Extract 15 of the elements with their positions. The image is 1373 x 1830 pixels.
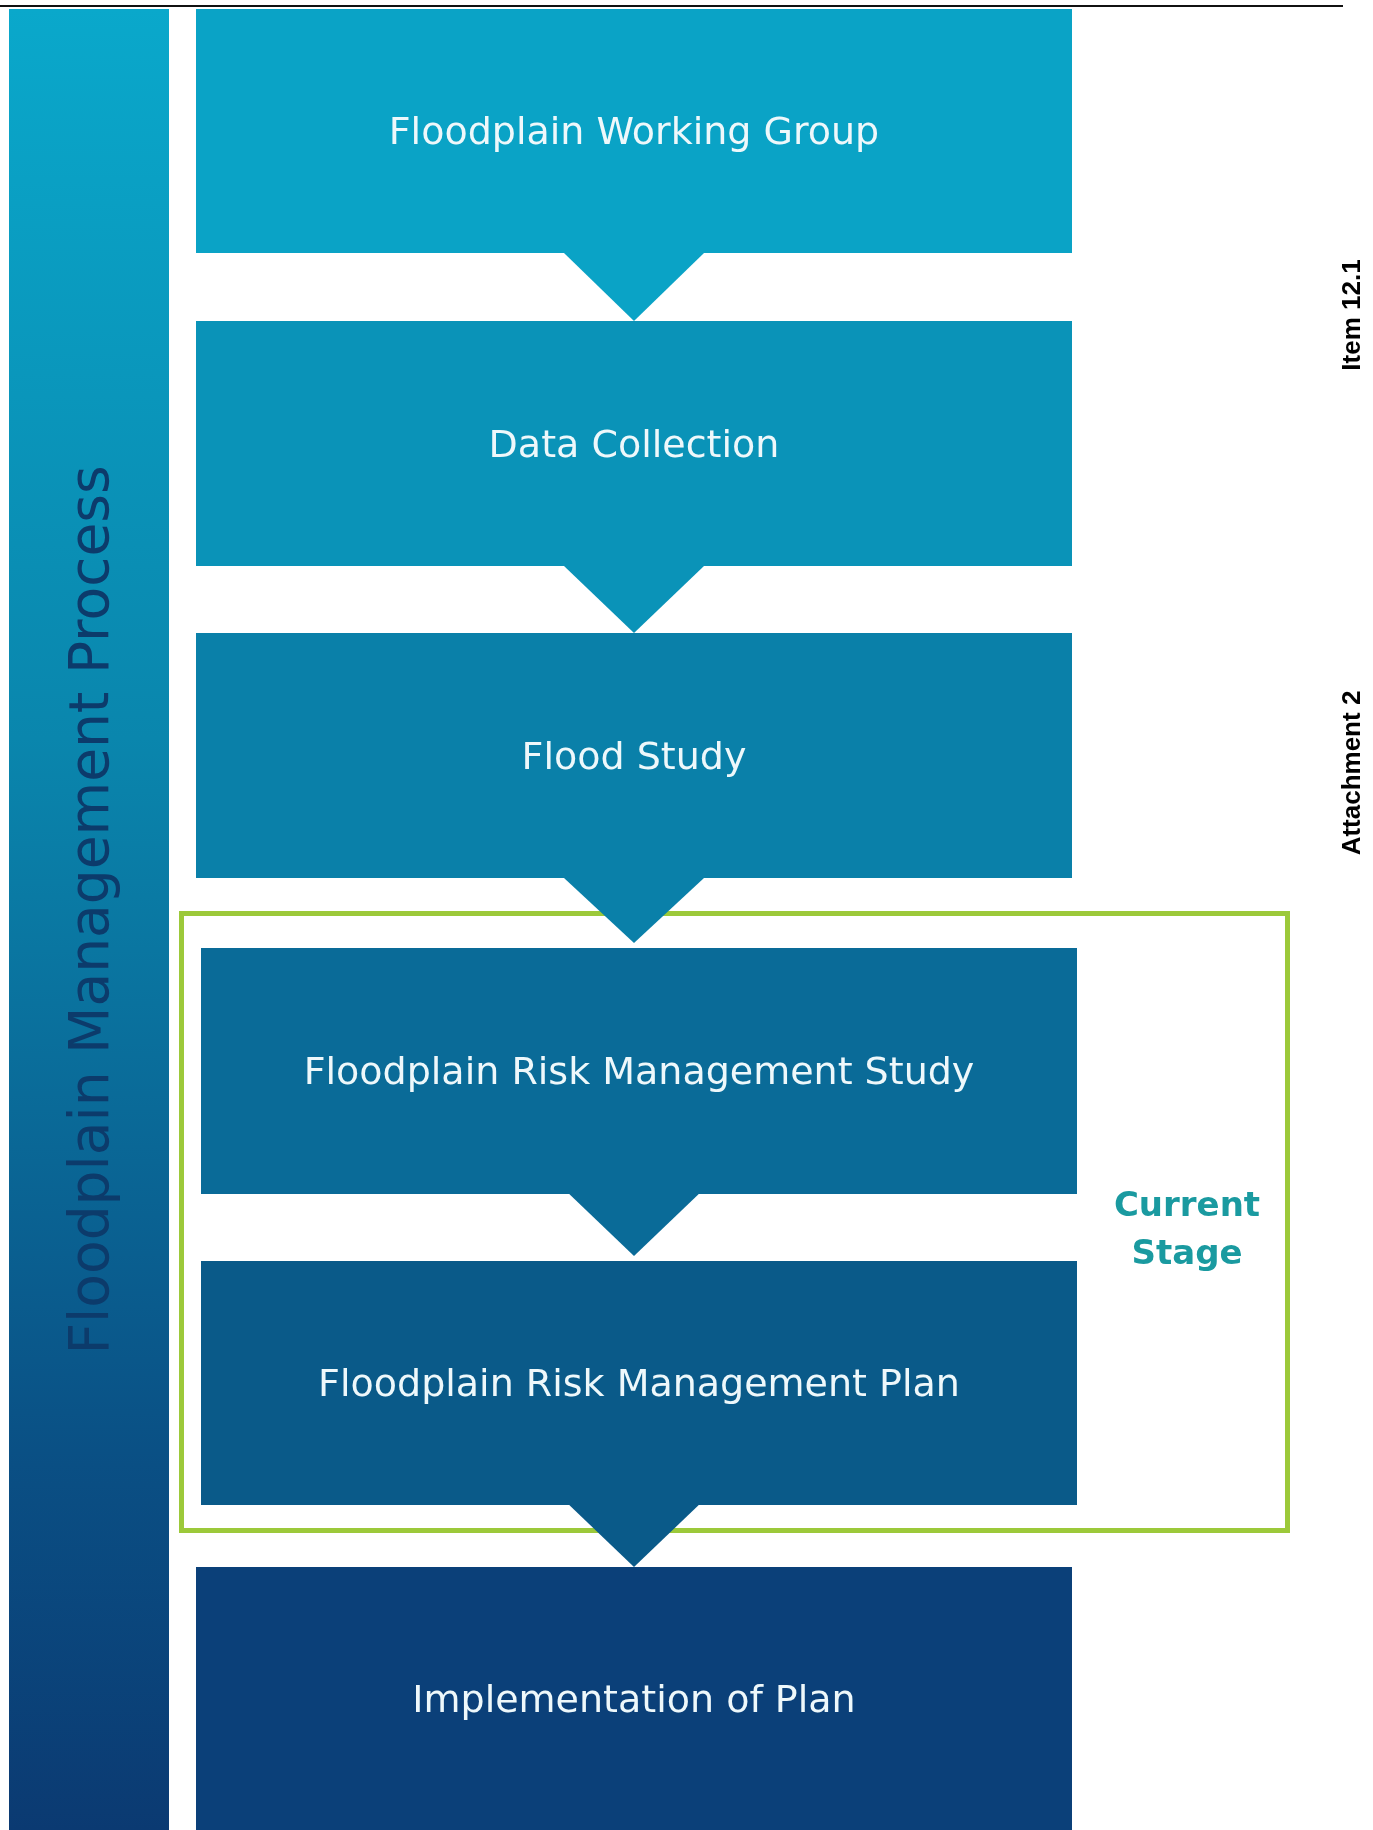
step-label: Data Collection xyxy=(488,421,780,466)
step-label: Floodplain Working Group xyxy=(388,109,880,153)
side-note: Item 12.1 xyxy=(1335,258,1367,373)
step-label: Floodplain Risk Management Plan xyxy=(318,1361,960,1405)
process-box xyxy=(196,1567,1072,1830)
stage-label: Current Stage xyxy=(1112,1183,1262,1274)
side-band xyxy=(9,9,169,1830)
chevron-arrow xyxy=(564,566,704,633)
chevron-arrow xyxy=(564,878,704,943)
step-label: Flood Study xyxy=(521,733,747,778)
highlight-frame xyxy=(179,911,1290,1533)
step-label: Floodplain Risk Management Study xyxy=(303,1049,975,1093)
side-note: Attachment 2 xyxy=(1335,689,1367,858)
chevron-arrow xyxy=(564,253,704,321)
step-label: Implementation of Plan xyxy=(412,1676,856,1721)
